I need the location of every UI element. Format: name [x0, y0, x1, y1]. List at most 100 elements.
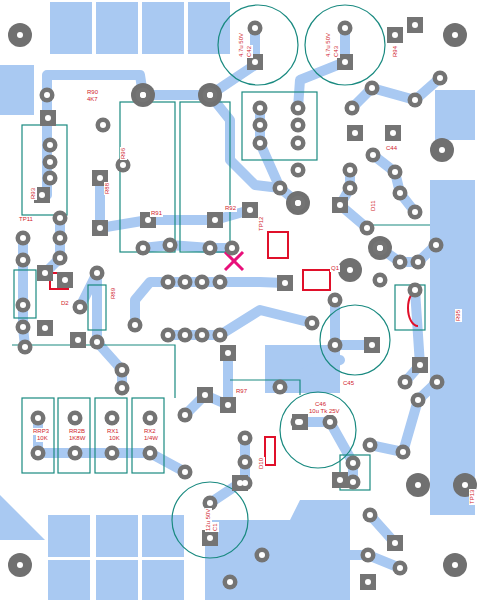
square-pad [332, 197, 348, 213]
part-label: 12u 50V [205, 508, 212, 532]
round-pad [255, 548, 270, 563]
round-pad [366, 148, 381, 163]
drill-hole [47, 142, 53, 148]
square-pad [92, 220, 108, 236]
part-label: 1/4W [143, 435, 159, 442]
round-pad [178, 275, 193, 290]
drill-hole [165, 332, 171, 338]
part-label: D11 [370, 199, 377, 212]
drill-hole [97, 225, 103, 231]
drill-hole [44, 92, 50, 98]
round-pad [345, 101, 360, 116]
drill-hole [295, 200, 301, 206]
round-pad [248, 21, 263, 36]
part-label: 1K8W [68, 435, 86, 442]
round-pad [96, 118, 111, 133]
round-pad [328, 338, 343, 353]
square-pad [407, 17, 423, 33]
drill-hole [452, 32, 458, 38]
drill-hole [417, 362, 423, 368]
drill-hole [347, 167, 353, 173]
round-pad [105, 446, 120, 461]
round-pad [411, 393, 426, 408]
drill-hole [295, 122, 301, 128]
drill-hole [392, 540, 398, 546]
round-pad [393, 255, 408, 270]
drill-hole [337, 477, 343, 483]
drill-hole [199, 279, 205, 285]
drill-hole [109, 415, 115, 421]
drill-hole [392, 32, 398, 38]
part-label: R90 [86, 89, 99, 96]
drill-hole [225, 350, 231, 356]
drill-hole [22, 344, 28, 350]
drill-hole [327, 419, 333, 425]
round-pad [53, 211, 68, 226]
drill-hole [39, 192, 45, 198]
square-pad [242, 202, 258, 218]
drill-hole [202, 392, 208, 398]
drill-hole [182, 469, 188, 475]
part-label: D10 [258, 457, 265, 470]
drill-hole [365, 579, 371, 585]
drill-hole [295, 105, 301, 111]
drill-hole [367, 442, 373, 448]
round-pad [373, 273, 388, 288]
drill-hole [377, 245, 383, 251]
square-pad [37, 265, 53, 281]
part-label: R93 [30, 187, 37, 200]
drill-hole [350, 479, 356, 485]
part-label: 4.7u 50V [325, 32, 332, 58]
round-pad [361, 548, 376, 563]
part-label: 10K [108, 435, 121, 442]
square-pad [37, 320, 53, 336]
drill-hole [109, 450, 115, 456]
drill-hole [309, 320, 315, 326]
round-pad [338, 21, 353, 36]
drill-hole [257, 122, 263, 128]
square-pad [385, 125, 401, 141]
drill-hole [247, 207, 253, 213]
round-pad [161, 275, 176, 290]
mounting-pad [406, 473, 430, 497]
drill-hole [207, 92, 213, 98]
round-pad [203, 88, 218, 103]
drill-hole [35, 415, 41, 421]
round-pad [346, 456, 361, 471]
part-label: TP11 [18, 216, 34, 223]
round-pad [178, 408, 193, 423]
drill-hole [140, 92, 146, 98]
drill-hole [370, 152, 376, 158]
pad-group [8, 17, 477, 590]
part-label: R96 [120, 147, 127, 160]
drill-hole [439, 147, 445, 153]
part-label: Q1 [330, 265, 340, 272]
part-label: C46 [314, 401, 327, 408]
round-pad [393, 186, 408, 201]
round-pad [429, 238, 444, 253]
round-pad [430, 375, 445, 390]
drill-hole [147, 415, 153, 421]
round-pad [393, 561, 408, 576]
round-pad [195, 328, 210, 343]
drill-hole [252, 25, 258, 31]
round-pad [43, 171, 58, 186]
mounting-pad [430, 138, 454, 162]
drill-hole [397, 259, 403, 265]
drill-hole [45, 115, 51, 121]
part-label: RR2B [68, 428, 86, 435]
drill-hole [400, 449, 406, 455]
round-pad [136, 241, 151, 256]
drill-hole [452, 562, 458, 568]
drill-hole [295, 200, 301, 206]
square-pad [347, 125, 363, 141]
drill-hole [225, 402, 231, 408]
drill-hole [332, 297, 338, 303]
round-pad [40, 88, 55, 103]
round-pad [16, 320, 31, 335]
drill-hole [120, 162, 126, 168]
drill-hole [94, 339, 100, 345]
square-pad [232, 475, 248, 491]
round-pad [115, 381, 130, 396]
drill-hole [140, 92, 146, 98]
